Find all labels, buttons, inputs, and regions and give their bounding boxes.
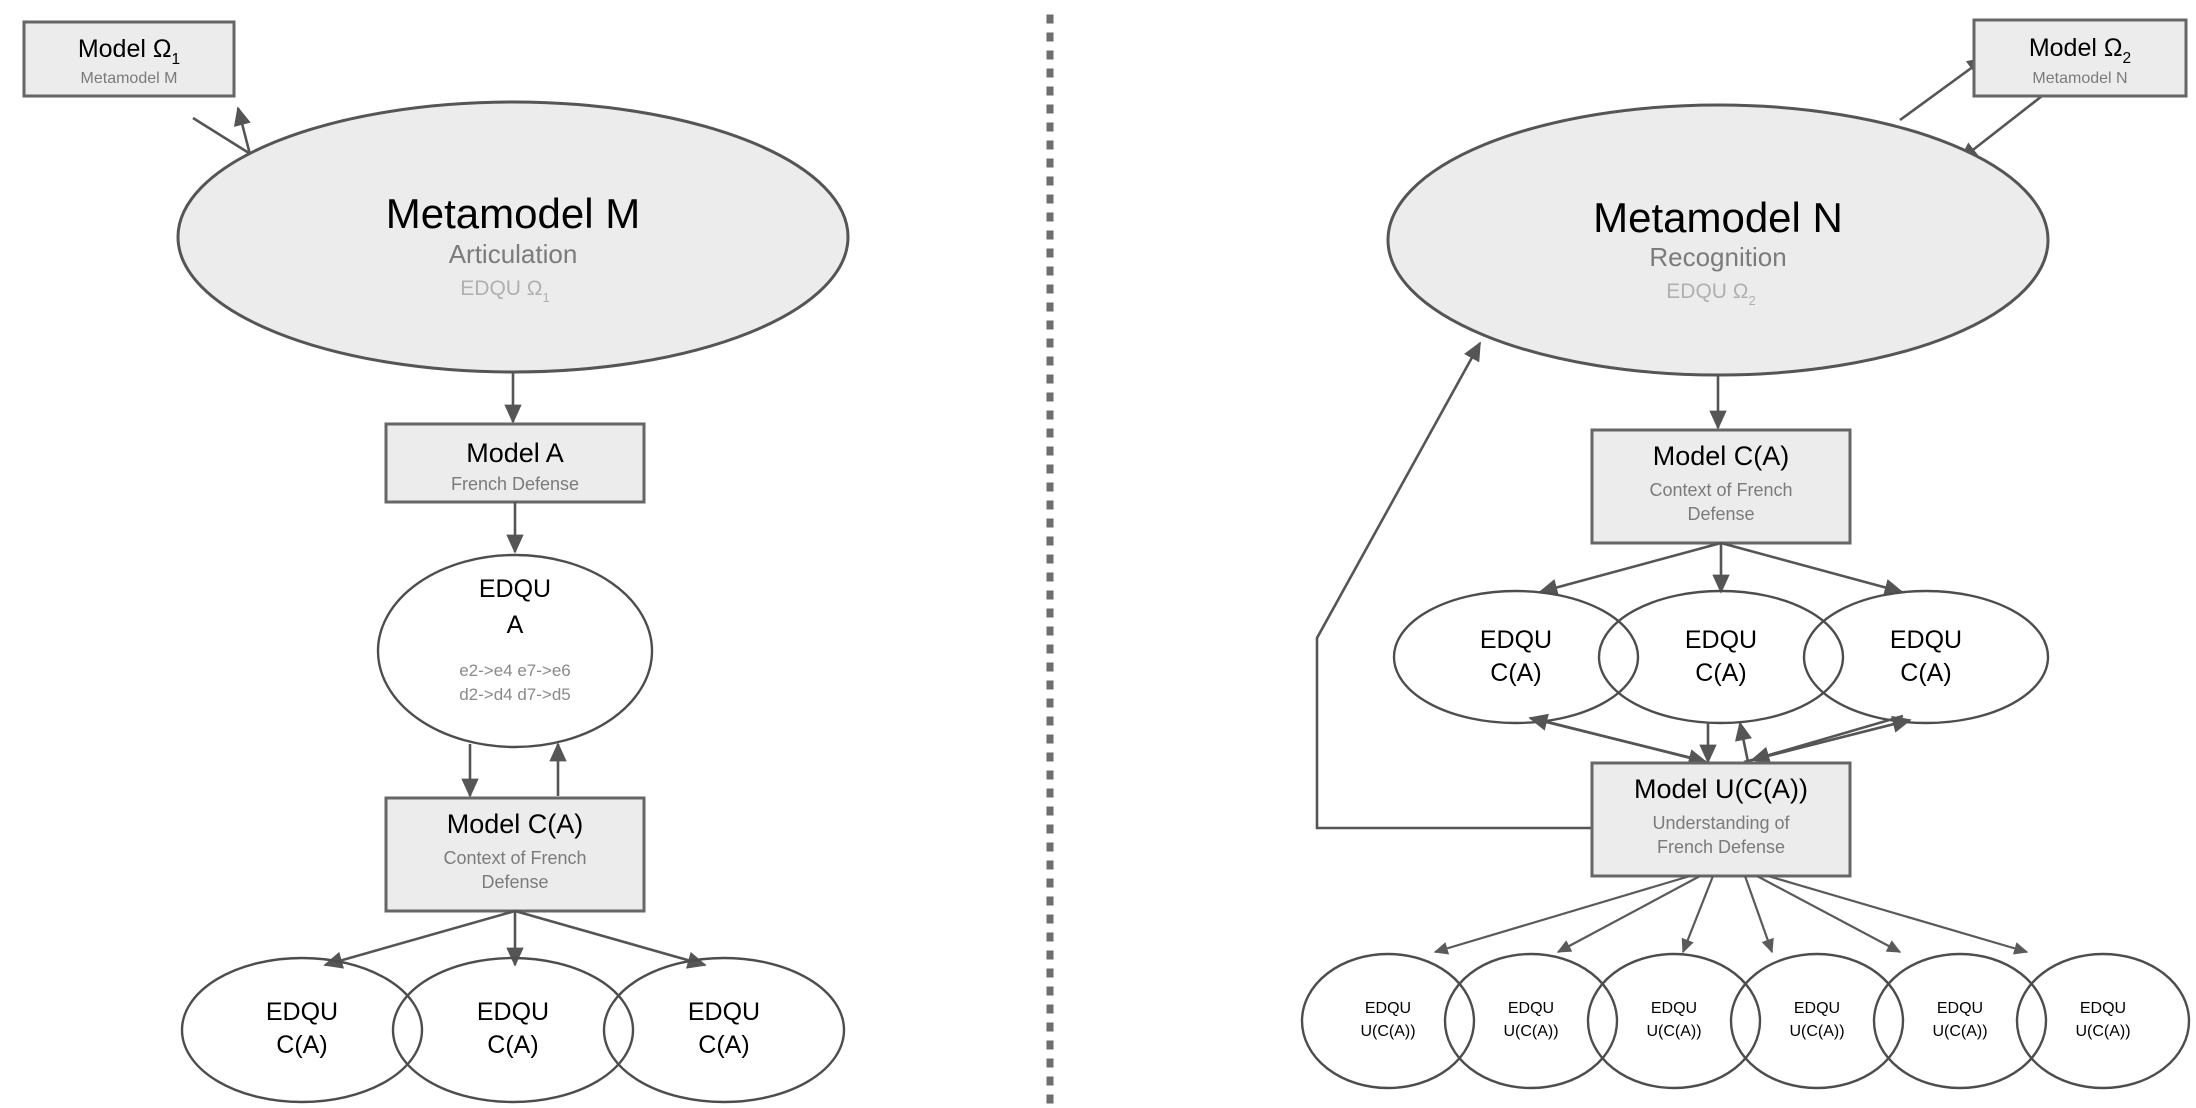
edqu-a-title-line2: A bbox=[507, 611, 524, 639]
left-edqu-ca-node-3-line2: C(A) bbox=[698, 1031, 749, 1059]
right-edqu-ca-node-1[interactable] bbox=[1392, 589, 1640, 725]
left-edqu-ca-node-1[interactable] bbox=[180, 956, 424, 1104]
left-edqu-ca-node-1-line1: EDQU bbox=[266, 998, 338, 1026]
edge-right-edqu-ca-3-to-model-uca bbox=[1750, 714, 1904, 764]
left-model-ca-subtitle-line2: Defense bbox=[481, 872, 548, 892]
right-edqu-ca-node-3-line2: C(A) bbox=[1900, 659, 1951, 687]
edge-right-model-ca-to-edqu-ca-3 bbox=[1720, 541, 1904, 596]
edge-model-uca-to-edqu-uca-2 bbox=[1556, 875, 1701, 953]
left-edqu-ca-node-1-line2: C(A) bbox=[276, 1031, 327, 1059]
right-model-ca-title: Model C(A) bbox=[1653, 441, 1790, 471]
edqu-uca-node-5-line1: EDQU bbox=[1937, 1000, 1983, 1017]
edge-right-model-ca-to-edqu-ca-1 bbox=[1538, 541, 1722, 596]
edge-model-uca-to-edqu-uca-1 bbox=[1433, 874, 1691, 955]
metamodel-m-caption: EDQU Ω1 bbox=[460, 277, 549, 305]
edqu-uca-node-5-line2: U(C(A)) bbox=[1932, 1023, 1987, 1040]
metamodel-n-subtitle: Recognition bbox=[1649, 242, 1786, 272]
left-edqu-ca-node-3[interactable] bbox=[602, 956, 846, 1104]
right-model-ca-subtitle-line1: Context of French bbox=[1649, 480, 1792, 500]
left-edqu-ca-node-2-line1: EDQU bbox=[477, 998, 549, 1026]
model-uca-subtitle-line1: Understanding of bbox=[1652, 813, 1790, 833]
right-edqu-ca-node-3[interactable] bbox=[1802, 589, 2050, 725]
edqu-a-title: EDQU bbox=[479, 575, 551, 603]
right-edqu-ca-node-2[interactable] bbox=[1597, 589, 1845, 725]
metamodel-m-subtitle: Articulation bbox=[449, 239, 578, 269]
edge-model-uca-to-metamodel-n bbox=[1315, 341, 1593, 830]
edqu-uca-node-4-line2: U(C(A)) bbox=[1789, 1023, 1844, 1040]
model-a-subtitle: French Defense bbox=[451, 474, 579, 494]
model-omega2-title: Model Ω2 bbox=[2029, 34, 2131, 67]
left-edqu-ca-node-3-line1: EDQU bbox=[688, 998, 760, 1026]
left-edqu-ca-node-2-line2: C(A) bbox=[487, 1031, 538, 1059]
edge-right-edqu-ca-1-to-model-uca bbox=[1539, 718, 1708, 767]
edge-metamodel-n-to-model-omega2 bbox=[1899, 56, 1987, 122]
right-model-ca-box[interactable] bbox=[1590, 428, 1852, 545]
edqu-uca-node-2[interactable] bbox=[1443, 952, 1619, 1090]
left-model-ca-title: Model C(A) bbox=[447, 809, 584, 839]
model-uca-box[interactable] bbox=[1590, 761, 1852, 878]
edqu-uca-node-4[interactable] bbox=[1729, 952, 1905, 1090]
edqu-uca-node-3[interactable] bbox=[1586, 952, 1762, 1090]
edge-model-uca-to-edqu-uca-4 bbox=[1743, 875, 1774, 954]
model-a-title: Model A bbox=[466, 438, 564, 468]
model-uca-subtitle-line2: French Defense bbox=[1657, 837, 1785, 857]
model-omega1-subtitle: Metamodel M bbox=[81, 70, 178, 87]
edqu-uca-node-3-line2: U(C(A)) bbox=[1646, 1023, 1701, 1040]
edge-left-model-ca-to-edqu-ca-1 bbox=[323, 909, 516, 969]
left-model-ca-subtitle-line1: Context of French bbox=[443, 848, 586, 868]
right-edqu-ca-node-2-line1: EDQU bbox=[1685, 626, 1757, 654]
model-omega2-subtitle: Metamodel N bbox=[2032, 70, 2127, 87]
edqu-uca-node-1[interactable] bbox=[1300, 952, 1476, 1090]
metamodel-n-caption: EDQU Ω2 bbox=[1666, 280, 1755, 308]
edqu-uca-node-6[interactable] bbox=[2015, 952, 2191, 1090]
right-edqu-ca-node-1-line1: EDQU bbox=[1480, 626, 1552, 654]
edqu-uca-node-3-line1: EDQU bbox=[1651, 1000, 1697, 1017]
left-edqu-ca-node-2[interactable] bbox=[391, 956, 635, 1104]
left-model-ca-box[interactable] bbox=[384, 796, 646, 913]
right-edqu-ca-node-3-line1: EDQU bbox=[1890, 626, 1962, 654]
edqu-a-moves-line1: e2->e4 e7->e6 bbox=[459, 661, 571, 680]
model-a-box[interactable] bbox=[384, 422, 646, 504]
edge-model-uca-to-edqu-uca-5 bbox=[1756, 875, 1902, 953]
edqu-uca-node-1-line1: EDQU bbox=[1365, 1000, 1411, 1017]
edqu-uca-node-6-line1: EDQU bbox=[2080, 1000, 2126, 1017]
metamodel-m-title: Metamodel M bbox=[386, 190, 640, 237]
edqu-uca-node-5[interactable] bbox=[1872, 952, 2048, 1090]
edqu-a-ellipse[interactable] bbox=[376, 553, 654, 749]
edge-model-uca-to-edqu-uca-3 bbox=[1681, 875, 1715, 954]
edqu-uca-node-2-line2: U(C(A)) bbox=[1503, 1023, 1558, 1040]
right-edqu-ca-node-2-line2: C(A) bbox=[1695, 659, 1746, 687]
edge-model-uca-to-right-edqu-ca-2 bbox=[1734, 721, 1752, 763]
edge-left-model-ca-to-edqu-ca-3 bbox=[514, 909, 707, 969]
edqu-uca-node-2-line1: EDQU bbox=[1508, 1000, 1554, 1017]
edqu-uca-node-6-line2: U(C(A)) bbox=[2075, 1023, 2130, 1040]
edqu-uca-node-1-line2: U(C(A)) bbox=[1360, 1023, 1415, 1040]
model-omega1-title: Model Ω1 bbox=[78, 35, 180, 68]
edqu-a-moves-line2: d2->d4 d7->d5 bbox=[459, 685, 571, 704]
right-model-ca-subtitle-line2: Defense bbox=[1687, 504, 1754, 524]
model-omega2-box[interactable] bbox=[1972, 18, 2188, 98]
model-uca-title: Model U(C(A)) bbox=[1634, 774, 1808, 804]
model-omega1-box[interactable] bbox=[22, 20, 236, 98]
metamodel-m-ellipse[interactable] bbox=[176, 100, 850, 374]
right-edqu-ca-node-1-line2: C(A) bbox=[1490, 659, 1541, 687]
edge-model-omega2-to-metamodel-n bbox=[1958, 94, 2043, 162]
edge-model-uca-to-edqu-uca-6 bbox=[1767, 874, 2029, 955]
metamodel-n-title: Metamodel N bbox=[1593, 194, 1843, 241]
edqu-uca-node-4-line1: EDQU bbox=[1794, 1000, 1840, 1017]
